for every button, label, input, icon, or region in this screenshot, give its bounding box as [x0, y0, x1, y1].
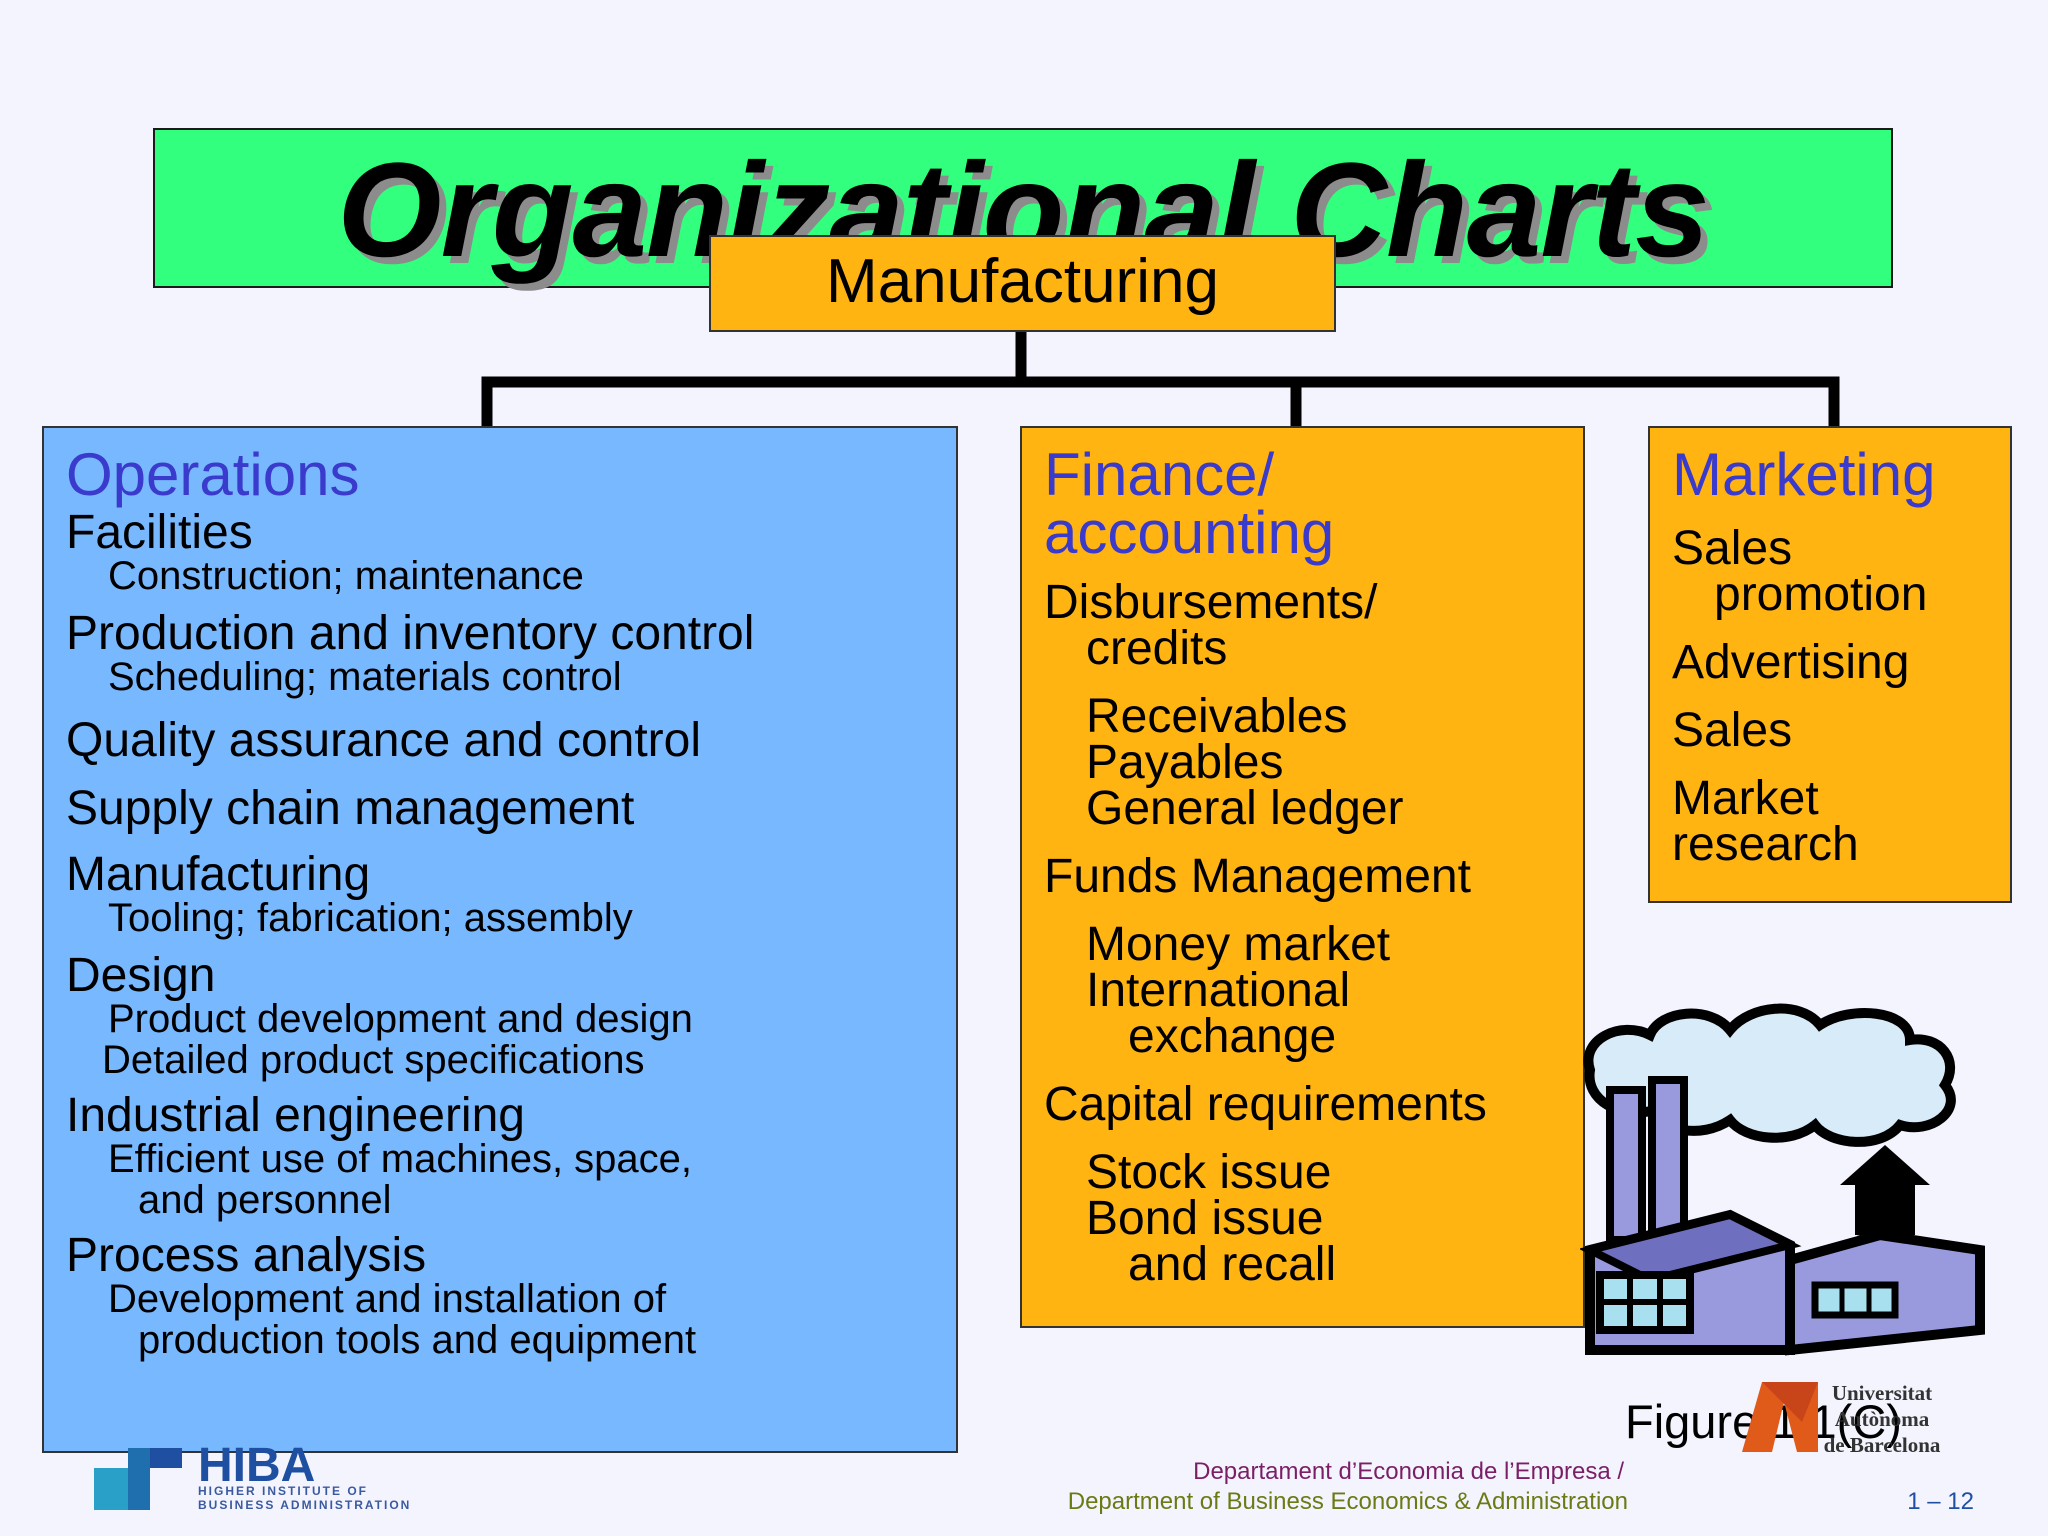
operations-item-label: Design [66, 949, 216, 1002]
water-tower-tank-icon [1855, 1185, 1915, 1235]
operations-box [42, 426, 958, 1453]
operations-sub-item: Efficient use of machines, space, [108, 1137, 693, 1181]
operations-item-label: Production and inventory control [66, 607, 755, 660]
operations-sub-item: Scheduling; materials control [108, 655, 622, 699]
factory-illustration [1580, 1003, 1985, 1356]
operations-item-label: Facilities [66, 506, 253, 559]
finance-item-money-market: Money market [1086, 918, 1391, 971]
operations-item: Process analysis Development and install… [66, 1229, 946, 1362]
finance-item-payables: Payables [1086, 736, 1284, 789]
operations-item-label: Quality assurance and control [66, 714, 702, 767]
operations-item: Supply chain management [66, 782, 946, 835]
page-number: 1 – 12 [1907, 1488, 1974, 1515]
finance-item-exchange: exchange [1128, 1010, 1337, 1063]
chimney-left-icon [1606, 1086, 1646, 1244]
operations-item: Quality assurance and control [66, 714, 946, 767]
finance-item-credits: credits [1086, 622, 1228, 675]
finance-item-and-recall: and recall [1128, 1238, 1337, 1291]
operations-content: Operations Facilities Construction; main… [66, 441, 946, 1362]
finance-item-funds-management: Funds Management [1044, 850, 1471, 903]
marketing-item-research: research [1672, 818, 1859, 871]
marketing-item-sales: Sales [1672, 522, 1793, 575]
marketing-item-promotion: promotion [1714, 568, 1928, 621]
finance-title-line: accounting [1044, 499, 1335, 566]
finance-item-receivables: Receivables [1086, 690, 1348, 743]
uab-logo-text: Universitat Autònoma de Barcelona [1822, 1380, 1942, 1458]
operations-item: Production and inventory control Schedul… [66, 607, 946, 699]
hiba-logo-name: HIBA [198, 1446, 316, 1482]
hiba-logo-subtitle: HIGHER INSTITUTE OF BUSINESS ADMINISTRAT… [198, 1484, 411, 1512]
operations-item-label: Supply chain management [66, 782, 635, 835]
operations-item: Manufacturing Tooling; fabrication; asse… [66, 848, 946, 940]
annex-window-icon [1811, 1281, 1899, 1319]
uab-text-line: de Barcelona [1823, 1433, 1941, 1457]
uab-text-line: Universitat [1831, 1381, 1933, 1405]
footer-department-catalan: Departament d’Economia de l’Empresa / [1193, 1458, 1624, 1485]
hiba-sub-line: HIGHER INSTITUTE OF [198, 1484, 368, 1498]
operations-sub-item: Construction; maintenance [108, 554, 584, 598]
operations-sub-item: Tooling; fabrication; assembly [108, 896, 633, 940]
operations-sub-item: and personnel [138, 1178, 392, 1222]
finance-item-disbursements: Disbursements/ [1044, 576, 1378, 629]
marketing-item-advertising: Advertising [1672, 636, 1910, 689]
finance-item-international: International [1086, 964, 1351, 1017]
finance-item-bond-issue: Bond issue [1086, 1192, 1324, 1245]
finance-item-capital-requirements: Capital requirements [1044, 1078, 1487, 1131]
operations-item: Facilities Construction; maintenance [66, 506, 946, 598]
operations-item-label: Manufacturing [66, 848, 371, 901]
root-box-manufacturing [709, 235, 1336, 332]
water-tower-roof-icon [1840, 1145, 1930, 1185]
operations-sub-item: Detailed product specifications [102, 1038, 645, 1082]
factory-roof-icon [1580, 1210, 1802, 1285]
uab-text-line: Autònoma [1834, 1407, 1930, 1431]
operations-item: Design Product development and design De… [66, 949, 946, 1082]
finance-item-stock-issue: Stock issue [1086, 1146, 1332, 1199]
hiba-sub-line: BUSINESS ADMINISTRATION [198, 1498, 412, 1512]
marketing-box [1648, 426, 2012, 903]
finance-title: Finance/ accounting [1044, 441, 1574, 566]
operations-sub-item: Development and installation of [108, 1277, 667, 1321]
root-label: Manufacturing [826, 247, 1219, 316]
marketing-item-market: Market [1672, 772, 1819, 825]
operations-item-label: Process analysis [66, 1229, 427, 1282]
finance-item-general-ledger: General ledger [1086, 782, 1404, 835]
operations-item-label: Industrial engineering [66, 1089, 525, 1142]
operations-sub-item: production tools and equipment [138, 1318, 697, 1362]
operations-title: Operations [66, 441, 360, 508]
finance-box [1020, 426, 1585, 1328]
finance-content: Finance/ accounting Disbursements/ credi… [1044, 441, 1574, 1291]
hiba-logo-icon [94, 1448, 182, 1510]
marketing-item-sales: Sales [1672, 704, 1793, 757]
marketing-title: Marketing [1672, 441, 1936, 508]
marketing-content: Marketing Sales promotion Advertising Sa… [1672, 441, 2002, 871]
chimney-right-icon [1648, 1076, 1688, 1244]
operations-sub-item: Product development and design [108, 997, 693, 1041]
finance-title-line: Finance/ [1044, 441, 1275, 508]
uab-logo-icon [1742, 1382, 1818, 1452]
operations-item: Industrial engineering Efficient use of … [66, 1089, 946, 1222]
footer-department-english: Department of Business Economics & Admin… [1067, 1488, 1628, 1515]
